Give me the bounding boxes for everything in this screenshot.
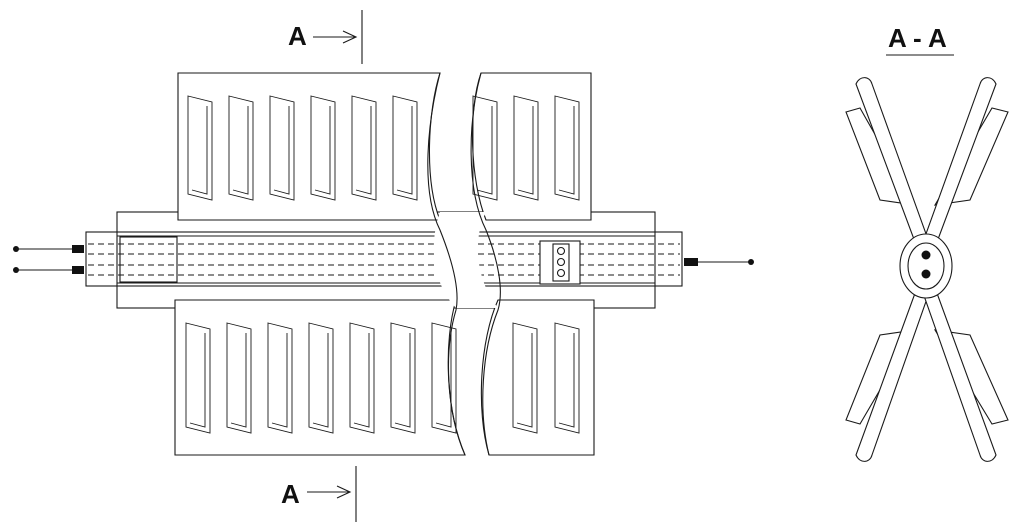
section-view: A - A (845, 23, 1009, 462)
arm-lower-left (855, 284, 931, 462)
bottom-fin-4 (308, 322, 334, 434)
top-fin-7 (472, 95, 498, 201)
terminal-plug-1 (72, 245, 84, 253)
bottom-fin-frame-right (480, 299, 595, 456)
bottom-fin-bank (174, 299, 595, 456)
hub-inner (907, 242, 945, 290)
bottom-fin-8 (512, 322, 538, 434)
section-arrow-bottom-head (336, 485, 352, 499)
main-assembly (13, 72, 754, 456)
bottom-fin-6 (390, 322, 416, 434)
section-view-title: A - A (888, 23, 947, 53)
top-fin-8 (513, 95, 539, 201)
terminal-plug-3 (684, 258, 698, 266)
arm-upper-right (921, 77, 997, 251)
bottom-fin-7 (431, 322, 457, 434)
break-curve-right (470, 72, 501, 456)
bottom-fin-1 (185, 322, 211, 434)
break-curve-left (427, 72, 466, 456)
terminal-plug-2 (72, 266, 84, 274)
top-fin-2 (228, 95, 254, 201)
connector-inner (552, 243, 570, 282)
right-terminal (684, 258, 754, 266)
top-fins (187, 95, 580, 201)
hub-conductor-1 (921, 250, 931, 260)
outer-tube (85, 231, 683, 287)
break-gap-fill (433, 212, 498, 308)
connector-hole-1 (556, 246, 566, 256)
top-fin-9 (554, 95, 580, 201)
top-fin-4 (310, 95, 336, 201)
hub-conductor-2 (921, 269, 931, 279)
bottom-fin-2 (226, 322, 252, 434)
section-arrow-top-head (342, 30, 358, 44)
section-marker-top: A (288, 10, 363, 64)
top-fin-frame-left (177, 72, 441, 221)
left-insert-block (119, 236, 178, 283)
arm-lower-right (921, 284, 997, 462)
terminal-dot-3 (748, 259, 754, 265)
bottom-fin-frame-left (174, 299, 466, 456)
bottom-fin-9 (554, 322, 580, 434)
top-fin-6 (392, 95, 418, 201)
section-marker-bottom: A (281, 466, 357, 522)
top-fin-1 (187, 95, 213, 201)
top-fin-5 (351, 95, 377, 201)
arm-upper-left (855, 77, 931, 251)
top-fin-3 (269, 95, 295, 201)
top-fin-bank (177, 72, 592, 221)
left-terminals (13, 245, 84, 274)
connector-hole-2 (556, 257, 566, 267)
bottom-fins (185, 322, 580, 434)
section-marker-bottom-label: A (281, 479, 300, 509)
bottom-fin-3 (267, 322, 293, 434)
bottom-fin-5 (349, 322, 375, 434)
section-marker-top-label: A (288, 21, 307, 51)
connector-hole-3 (556, 268, 566, 278)
